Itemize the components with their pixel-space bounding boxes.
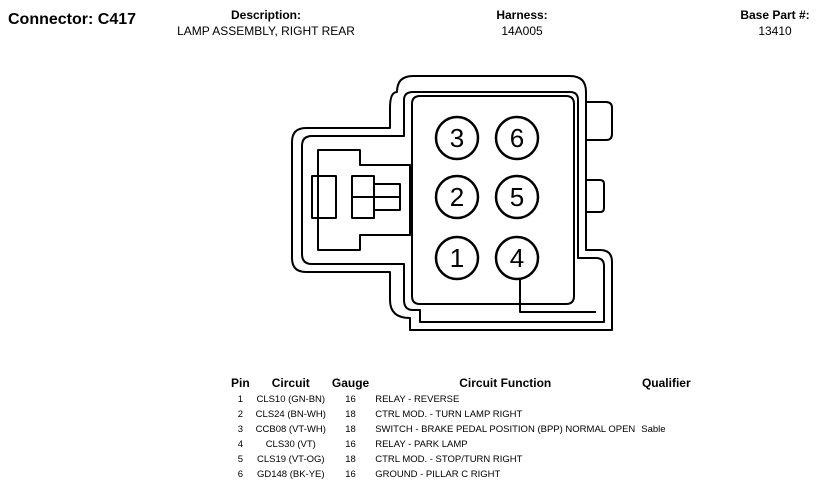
wire-gauge: 18 — [345, 424, 356, 435]
circuit-code: CCB08 (VT-WH) — [255, 424, 326, 435]
table-row: 3 CCB08 (VT-WH) 18 SWITCH - BRAKE PEDAL … — [228, 422, 694, 437]
circuit-function: CTRL MOD. - TURN LAMP RIGHT — [375, 409, 523, 420]
circuit-function: SWITCH - BRAKE PEDAL POSITION (BPP) NORM… — [375, 424, 636, 435]
col-header-qualifier: Qualifier — [641, 376, 691, 390]
qualifier — [638, 407, 694, 422]
circuit-function: RELAY - REVERSE — [375, 394, 460, 405]
harness-block: Harness: 14A005 — [478, 8, 566, 38]
base-part-label: Base Part #: — [740, 8, 810, 22]
wire-gauge: 16 — [345, 439, 356, 450]
pin-number: 4 — [237, 439, 243, 450]
table-row: 6 GD148 (BK-YE) 16 GROUND - PILLAR C RIG… — [228, 467, 694, 482]
pin-cavity-2 — [434, 174, 480, 220]
table-row: 2 CLS24 (BN-WH) 18 CTRL MOD. - TURN LAMP… — [228, 407, 694, 422]
pin-label-5: 5 — [510, 182, 524, 212]
right-tab-middle — [586, 179, 605, 213]
connector-title: Connector: C417 — [8, 11, 137, 28]
qualifier — [638, 437, 694, 452]
circuit-code: GD148 (BK-YE) — [256, 469, 325, 480]
circuit-function: GROUND - PILLAR C RIGHT — [375, 469, 501, 480]
col-header-gauge: Gauge — [331, 376, 370, 390]
pin-cavity-3 — [434, 115, 480, 161]
table-row: 4 CLS30 (VT) 16 RELAY - PARK LAMP — [228, 437, 694, 452]
wire-gauge: 18 — [345, 454, 356, 465]
base-part-value: 13410 — [758, 24, 792, 38]
pin-label-2: 2 — [450, 182, 464, 212]
pin-cavity-5 — [494, 174, 540, 220]
col-header-circuit-function: Circuit Function — [459, 376, 552, 390]
pin-number: 5 — [237, 454, 243, 465]
pin-number: 6 — [237, 469, 243, 480]
locking-latch — [317, 149, 411, 251]
pin-label-3: 3 — [450, 123, 464, 153]
circuit-code: CLS30 (VT) — [265, 439, 316, 450]
pin-cavity-4 — [494, 235, 540, 281]
base-part-block: Base Part #: 13410 — [730, 8, 820, 38]
harness-value: 14A005 — [501, 24, 543, 38]
col-header-circuit: Circuit — [271, 376, 310, 390]
pin-cavity-block — [411, 95, 575, 305]
wire-gauge: 18 — [345, 409, 356, 420]
pin-number: 1 — [237, 394, 243, 405]
circuit-code: CLS24 (BN-WH) — [255, 409, 326, 420]
pin-label-1: 1 — [450, 243, 464, 273]
pin-table-header-row: Pin Circuit Gauge Circuit Function Quali… — [228, 376, 694, 392]
wire-gauge: 16 — [345, 469, 356, 480]
circuit-function: RELAY - PARK LAMP — [375, 439, 468, 450]
right-tab-top — [586, 101, 613, 141]
latch-tab — [311, 175, 337, 219]
pin-label-4: 4 — [510, 243, 524, 273]
qualifier: Sable — [641, 424, 666, 435]
circuit-code: CLS10 (GN-BN) — [256, 394, 326, 405]
qualifier — [638, 392, 694, 407]
table-row: 1 CLS10 (GN-BN) 16 RELAY - REVERSE — [228, 392, 694, 407]
pin-cavity-6 — [494, 115, 540, 161]
description-label: Description: — [230, 8, 301, 22]
description-block: Description: LAMP ASSEMBLY, RIGHT REAR — [176, 8, 356, 38]
pin-table: Pin Circuit Gauge Circuit Function Quali… — [228, 376, 694, 482]
circuit-code: CLS19 (VT-OG) — [256, 454, 325, 465]
circuit-function: CTRL MOD. - STOP/TURN RIGHT — [375, 454, 523, 465]
col-header-pin: Pin — [231, 376, 250, 390]
pin-label-6: 6 — [510, 123, 524, 153]
latch-key — [351, 175, 375, 219]
wire-gauge: 16 — [345, 394, 356, 405]
table-row: 5 CLS19 (VT-OG) 18 CTRL MOD. - STOP/TURN… — [228, 452, 694, 467]
harness-label: Harness: — [496, 8, 548, 22]
pin-cavity-1 — [434, 235, 480, 281]
description-value: LAMP ASSEMBLY, RIGHT REAR — [177, 24, 355, 38]
connector-inner-body — [301, 91, 605, 323]
qualifier — [638, 452, 694, 467]
connector-outer-shell — [291, 75, 613, 331]
qualifier — [638, 467, 694, 482]
pin-number: 3 — [237, 424, 243, 435]
pin-number: 2 — [237, 409, 243, 420]
